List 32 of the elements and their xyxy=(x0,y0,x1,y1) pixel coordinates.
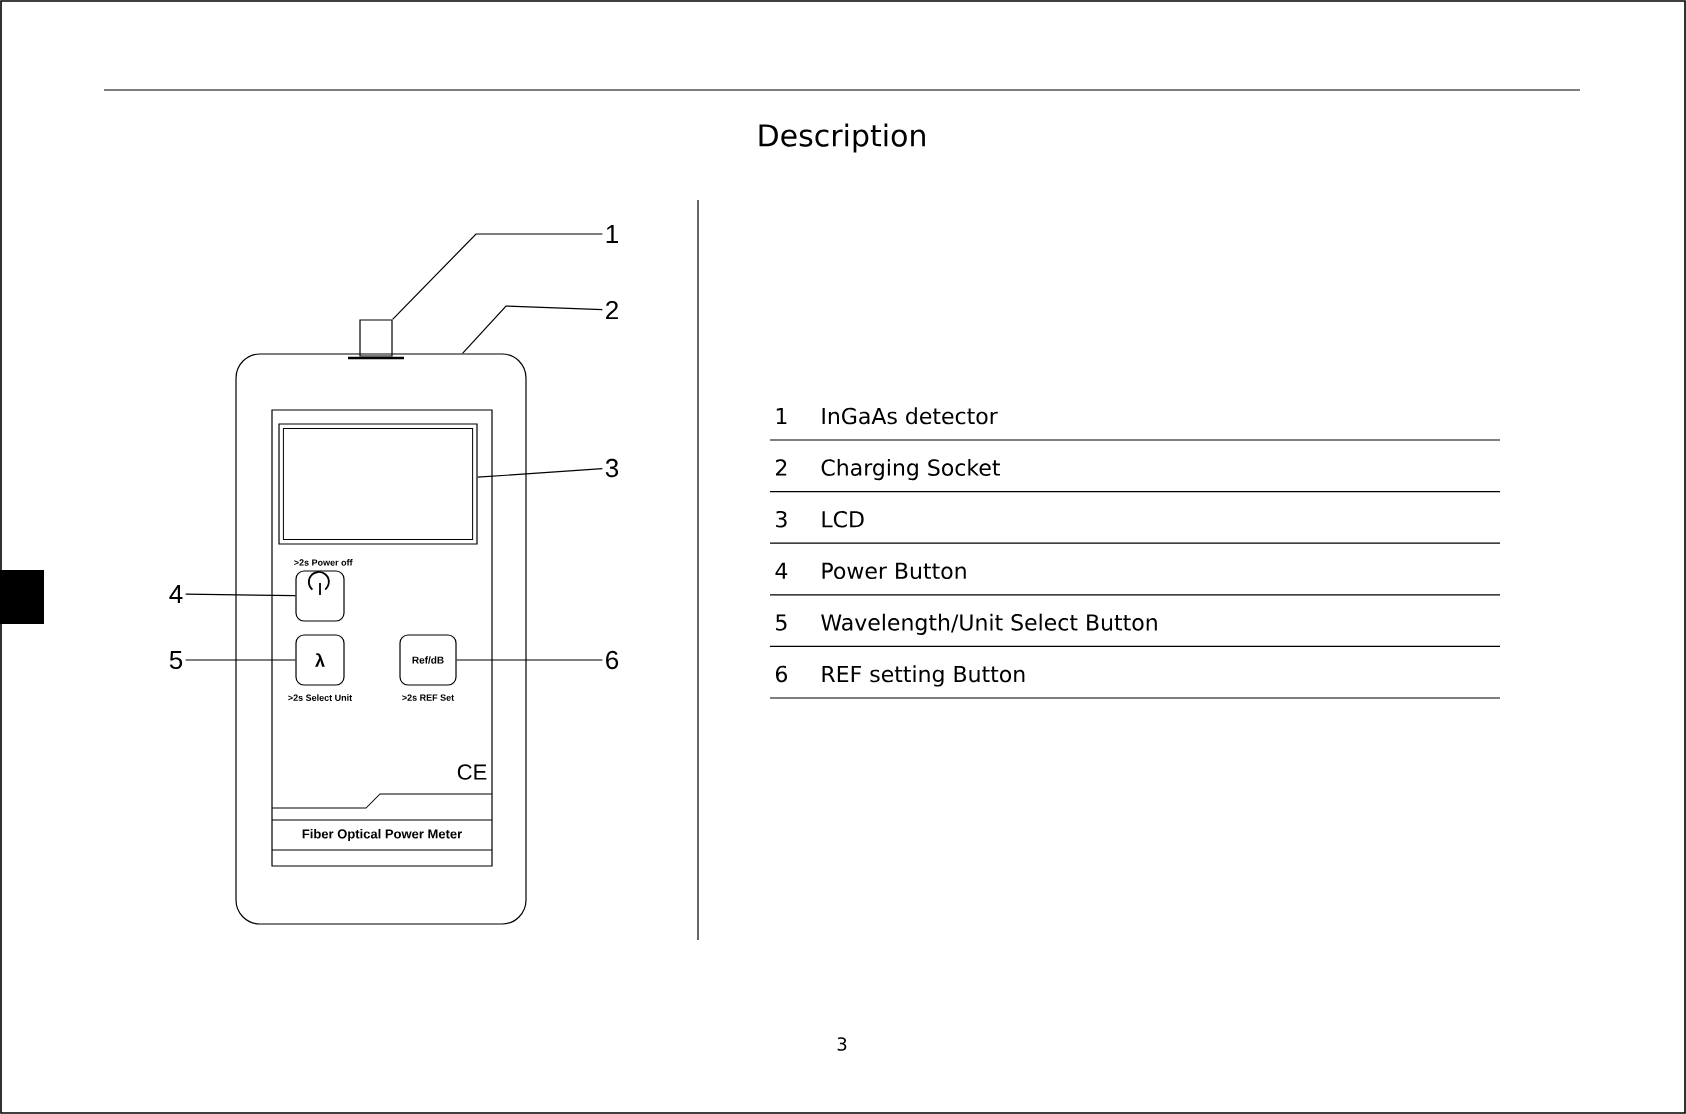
wavelength-button: λ xyxy=(295,634,345,686)
callout-number: 1 xyxy=(606,225,618,243)
table-cell: Wavelength/Unit Select Button xyxy=(821,613,1157,635)
table-cell: 5 xyxy=(776,614,787,631)
callout-number: 5 xyxy=(169,650,183,670)
callout-number: 4 xyxy=(169,585,183,603)
detector-connector xyxy=(348,319,404,360)
table-cell: Power Button xyxy=(822,562,966,580)
callout-number: 3 xyxy=(605,458,619,478)
leader-line xyxy=(185,593,296,597)
table-cell: REF setting Button xyxy=(822,665,1025,687)
callout-number: 2 xyxy=(606,300,618,320)
meter-housing xyxy=(235,353,527,925)
table-cell: LCD xyxy=(822,510,864,528)
leader-line xyxy=(392,233,603,320)
power-button xyxy=(295,570,345,622)
page-number: 3 xyxy=(837,1037,847,1051)
table-cell: 2 xyxy=(776,459,787,476)
table-cell: Charging Socket xyxy=(821,458,1000,481)
table-cell: 3 xyxy=(776,510,787,528)
callout-number: 6 xyxy=(606,650,619,670)
title: Description xyxy=(759,123,925,153)
lcd-screen xyxy=(278,423,478,545)
table-cell: 6 xyxy=(775,665,787,683)
table-cell: 4 xyxy=(775,562,788,579)
table-cell: InGaAs detector xyxy=(822,407,998,425)
leader-line xyxy=(456,659,603,661)
ce-mark: CE xyxy=(457,764,487,780)
leader-line xyxy=(461,305,603,354)
table-cell: 1 xyxy=(776,408,787,424)
leader-line xyxy=(477,468,603,478)
leader-line xyxy=(185,659,296,661)
